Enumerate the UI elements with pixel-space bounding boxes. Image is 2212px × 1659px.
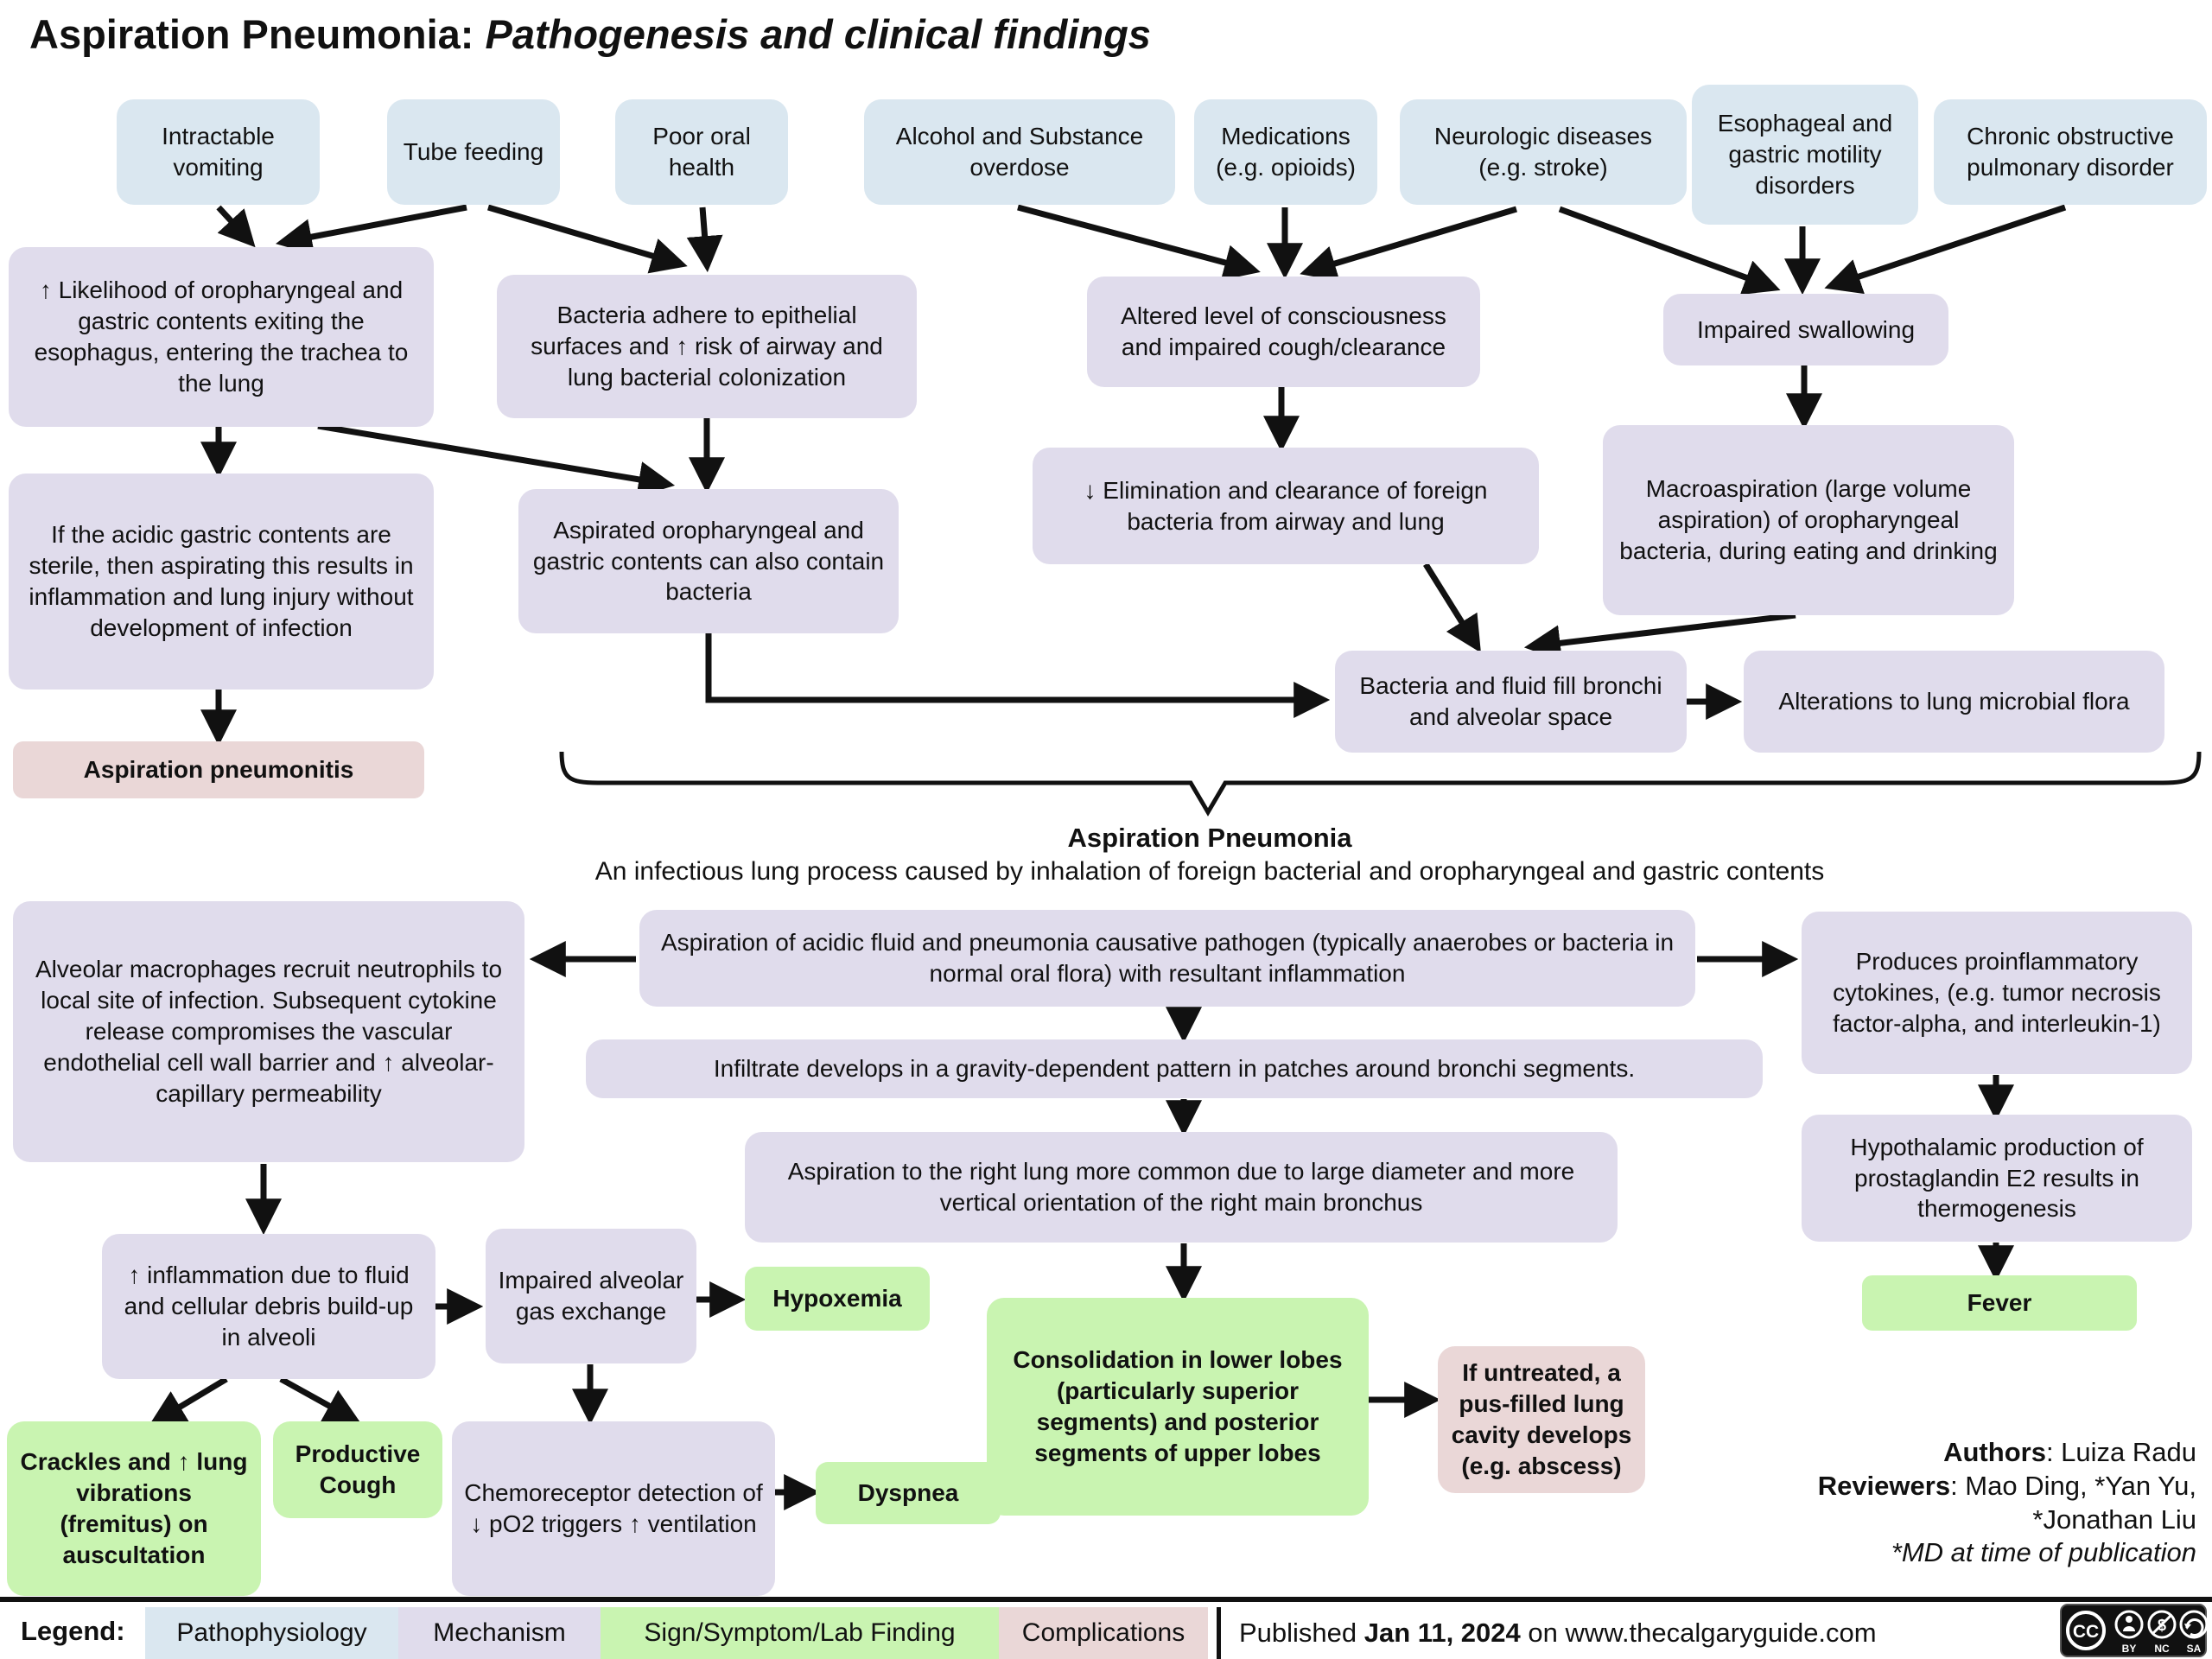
- legend-divider: [0, 1597, 2212, 1602]
- page-title-italic: Pathogenesis and clinical findings: [485, 11, 1151, 57]
- node-macroaspiration: Macroaspiration (large volume aspiration…: [1603, 425, 2014, 615]
- svg-text:NC: NC: [2154, 1643, 2170, 1655]
- node-acidic-sterile: If the acidic gastric contents are steri…: [9, 474, 434, 690]
- node-alterations-flora: Alterations to lung microbial flora: [1744, 651, 2164, 753]
- published-line: Published Jan 11, 2024 on www.thecalgary…: [1239, 1618, 1877, 1648]
- node-bacteria-adhere: Bacteria adhere to epithelial surfaces a…: [497, 275, 917, 418]
- node-esophageal-motility: Esophageal and gastric motility disorder…: [1692, 85, 1918, 225]
- node-aspiration-acidic-fluid: Aspiration of acidic fluid and pneumonia…: [639, 910, 1695, 1007]
- credits-block: Authors: Luiza Radu Reviewers: Mao Ding,…: [1818, 1436, 2196, 1570]
- node-altered-consciousness: Altered level of consciousness and impai…: [1087, 276, 1480, 387]
- legend-chip-sign-symptom: Sign/Symptom/Lab Finding: [601, 1607, 999, 1659]
- node-tube-feeding: Tube feeding: [387, 99, 560, 205]
- node-inflammation-debris: ↑ inflammation due to fluid and cellular…: [102, 1234, 435, 1379]
- node-proinflammatory-cytokines: Produces proinflammatory cytokines, (e.g…: [1802, 912, 2192, 1074]
- pneumonia-subtitle: An infectious lung process caused by inh…: [594, 857, 1825, 886]
- node-impaired-gas-exchange: Impaired alveolar gas exchange: [486, 1229, 696, 1363]
- node-impaired-swallowing: Impaired swallowing: [1663, 294, 1948, 365]
- node-hypothalamic-pge2: Hypothalamic production of prostaglandin…: [1802, 1115, 2192, 1242]
- svg-text:BY: BY: [2122, 1643, 2137, 1655]
- node-copd: Chronic obstructive pulmonary disorder: [1934, 99, 2207, 205]
- legend-chip-pathophysiology: Pathophysiology: [145, 1607, 398, 1659]
- node-infiltrate-pattern: Infiltrate develops in a gravity-depende…: [586, 1039, 1763, 1098]
- node-chemoreceptor: Chemoreceptor detection of ↓ pO2 trigger…: [452, 1421, 775, 1596]
- cc-license-badge: CC BY $ NC SA: [2060, 1604, 2209, 1659]
- node-likelihood-aspiration: ↑ Likelihood of oropharyngeal and gastri…: [9, 247, 434, 427]
- node-neurologic-diseases: Neurologic diseases (e.g. stroke): [1400, 99, 1687, 205]
- credits-footnote: *MD at time of publication: [1891, 1537, 2196, 1568]
- legend-chip-complications: Complications: [999, 1607, 1208, 1659]
- svg-text:CC: CC: [2073, 1622, 2099, 1642]
- node-alcohol-overdose: Alcohol and Substance overdose: [864, 99, 1175, 205]
- credits-authors: Authors: Luiza Radu: [1943, 1437, 2196, 1467]
- node-poor-oral-health: Poor oral health: [615, 99, 788, 205]
- node-alveolar-macrophages: Alveolar macrophages recruit neutrophils…: [13, 901, 524, 1162]
- node-consolidation: Consolidation in lower lobes (particular…: [987, 1298, 1369, 1516]
- pneumonia-heading: Aspiration Pneumonia: [1067, 823, 1352, 853]
- legend-chip-mechanism: Mechanism: [398, 1607, 601, 1659]
- node-decreased-elimination: ↓ Elimination and clearance of foreign b…: [1033, 448, 1539, 564]
- node-hypoxemia: Hypoxemia: [745, 1267, 930, 1331]
- node-aspirated-contents: Aspirated oropharyngeal and gastric cont…: [518, 489, 899, 633]
- node-dyspnea: Dyspnea: [816, 1462, 1001, 1524]
- node-productive-cough: Productive Cough: [273, 1421, 442, 1518]
- node-fever: Fever: [1862, 1275, 2137, 1331]
- page-title: Aspiration Pneumonia: Pathogenesis and c…: [29, 10, 1151, 58]
- page-title-main: Aspiration Pneumonia:: [29, 11, 486, 57]
- legend-label: Legend:: [21, 1616, 125, 1646]
- node-right-lung-aspiration: Aspiration to the right lung more common…: [745, 1132, 1618, 1243]
- node-aspiration-pneumonitis: Aspiration pneumonitis: [13, 741, 424, 798]
- node-medications: Medications (e.g. opioids): [1194, 99, 1377, 205]
- node-abscess: If untreated, a pus-filled lung cavity d…: [1438, 1346, 1645, 1493]
- cc-by-nc-sa-icon: CC BY $ NC SA: [2060, 1604, 2209, 1657]
- legend-separator: [1217, 1607, 1221, 1659]
- svg-text:SA: SA: [2187, 1643, 2202, 1655]
- credits-reviewers: Reviewers: Mao Ding, *Yan Yu,: [1817, 1470, 2196, 1501]
- node-bacteria-fluid-fill: Bacteria and fluid fill bronchi and alve…: [1335, 651, 1687, 753]
- credits-reviewers-cont: *Jonathan Liu: [2032, 1503, 2196, 1535]
- node-crackles-fremitus: Crackles and ↑ lung vibrations (fremitus…: [7, 1421, 261, 1596]
- node-intractable-vomiting: Intractable vomiting: [117, 99, 320, 205]
